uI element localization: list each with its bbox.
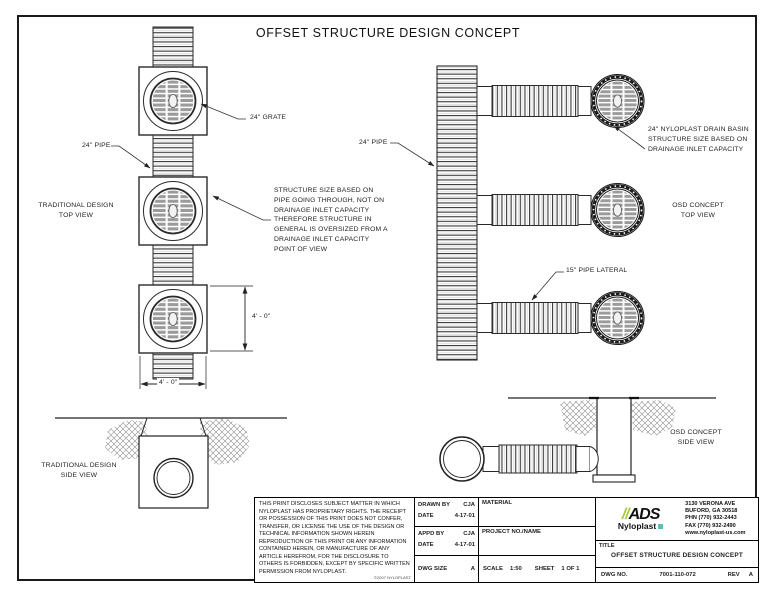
- traditional-side-view-drawing: [55, 417, 287, 509]
- appd-by-cell: APPD BY CJA DATE 4-17-01: [415, 527, 478, 556]
- dwg-size-label: DWG SIZE: [418, 565, 448, 572]
- address-line: 3130 VERONA AVE: [685, 500, 736, 507]
- address-line: BUFORD, GA 30518: [685, 508, 738, 515]
- osd-side-view-drawing: [439, 396, 716, 483]
- title-label: TITLE: [599, 543, 615, 549]
- proprietary-notice: THIS PRINT DISCLOSES SUBJECT MATTER IN W…: [255, 498, 415, 582]
- label-line: OSD CONCEPT: [670, 429, 722, 436]
- drawn-by-label: DRAWN BY: [418, 502, 451, 508]
- callout-line: 24" NYLOPLAST DRAIN BASIN: [648, 126, 749, 133]
- dwg-no-cell: DWG NO. 7001-110-072 REV A: [596, 568, 758, 582]
- pipe-lateral-callout: 15" PIPE LATERAL: [566, 267, 628, 274]
- drain-basin-callout: 24" NYLOPLAST DRAIN BASIN STRUCTURE SIZE…: [648, 125, 749, 154]
- pipe-callout-left: 24" PIPE: [82, 142, 111, 149]
- copyright-note: ©2007 NYLOPLAST: [373, 574, 411, 580]
- proprietary-notice-text: THIS PRINT DISCLOSES SUBJECT MATTER IN W…: [259, 501, 410, 575]
- appd-by-label: APPD BY: [418, 531, 445, 537]
- sheet-label: SHEET: [534, 566, 555, 572]
- note-line: DRAINAGE INLET CAPACITY: [274, 235, 370, 243]
- title-block: THIS PRINT DISCLOSES SUBJECT MATTER IN W…: [254, 497, 759, 583]
- drawn-date-label: DATE: [418, 513, 434, 519]
- rev-value: A: [748, 572, 753, 578]
- title-value: OFFSET STRUCTURE DESIGN CONCEPT: [611, 552, 743, 559]
- address-line: PHN (770) 932-2443: [685, 515, 737, 522]
- note-line: STRUCTURE SIZE BASED ON: [274, 187, 374, 194]
- project-label: PROJECT NO./NAME: [482, 529, 541, 535]
- nyloplast-logo-text: Nyloplast: [617, 521, 657, 531]
- company-website: www.nyloplast-us.com: [685, 529, 746, 536]
- note-line: PIPE GOING THROUGH, NOT ON: [274, 196, 385, 204]
- note-line: GENERAL IS OVERSIZED FROM A: [274, 226, 388, 234]
- callout-line: DRAINAGE INLET CAPACITY: [648, 145, 744, 153]
- osd-side-view-label: OSD CONCEPT SIDE VIEW: [648, 428, 744, 448]
- dwg-size-value: A: [470, 565, 475, 572]
- traditional-top-view-drawing: [139, 26, 207, 380]
- width-dimension: 4' - 0": [157, 378, 180, 388]
- approval-column: DRAWN BY CJA DATE 4-17-01 APPD BY CJA DATE 4…: [415, 498, 479, 582]
- title-cell: TITLE OFFSET STRUCTURE DESIGN CONCEPT: [596, 541, 758, 568]
- appd-date-label: DATE: [418, 542, 434, 548]
- drawn-by-value: CJA: [463, 502, 475, 508]
- note-line: THEREFORE STRUCTURE IN: [274, 216, 372, 224]
- label-line: TRADITIONAL DESIGN: [38, 202, 114, 209]
- osd-top-view-drawing: [436, 65, 644, 361]
- height-dimension: 4' - 0": [252, 313, 271, 320]
- company-cell: //ADS Nyloplast 3130 VERONA AVE BUFORD, …: [596, 498, 758, 541]
- ads-slashes-icon: //: [621, 506, 630, 523]
- material-column: MATERIAL PROJECT NO./NAME SCALE 1:50 SHE…: [479, 498, 596, 582]
- label-line: TRADITIONAL DESIGN: [41, 462, 117, 469]
- company-column: //ADS Nyloplast 3130 VERONA AVE BUFORD, …: [596, 498, 758, 582]
- note-line: DRAINAGE INLET CAPACITY: [274, 206, 370, 214]
- address-line: FAX (770) 932-2490: [685, 522, 736, 529]
- scale-value: 1:50: [509, 566, 522, 572]
- scale-label: SCALE: [483, 566, 503, 572]
- sheet-value: 1 OF 1: [561, 566, 580, 572]
- leader-lines: [111, 103, 646, 301]
- dwg-no-value: 7001-110-072: [659, 572, 696, 578]
- dwg-no-label: DWG NO.: [601, 572, 628, 578]
- ads-nyloplast-logo: //ADS Nyloplast: [596, 507, 685, 531]
- callout-line: STRUCTURE SIZE BASED ON: [648, 135, 748, 143]
- traditional-side-view-label: TRADITIONAL DESIGN SIDE VIEW: [31, 461, 127, 481]
- rev-label: REV: [727, 572, 740, 578]
- label-line: SIDE VIEW: [60, 471, 98, 479]
- project-cell: PROJECT NO./NAME: [479, 527, 595, 556]
- grate-callout: 24" GRATE: [250, 114, 287, 121]
- label-line: TOP VIEW: [58, 211, 94, 219]
- appd-date-value: 4-17-01: [454, 542, 475, 548]
- label-line: SIDE VIEW: [677, 438, 715, 446]
- scale-sheet-cell: SCALE 1:50 SHEET 1 OF 1: [479, 556, 595, 582]
- material-cell: MATERIAL: [479, 498, 595, 527]
- company-address: 3130 VERONA AVE BUFORD, GA 30518 PHN (77…: [685, 501, 758, 537]
- label-line: OSD CONCEPT: [672, 202, 724, 209]
- drawing-title: OFFSET STRUCTURE DESIGN CONCEPT: [255, 26, 521, 40]
- appd-by-value: CJA: [463, 531, 475, 537]
- traditional-top-view-label: TRADITIONAL DESIGN TOP VIEW: [28, 201, 124, 221]
- osd-top-view-label: OSD CONCEPT TOP VIEW: [650, 201, 746, 221]
- drawn-by-cell: DRAWN BY CJA DATE 4-17-01: [415, 498, 478, 527]
- label-line: TOP VIEW: [680, 211, 716, 219]
- dwg-size-cell: DWG SIZE A: [415, 556, 478, 582]
- note-line: POINT OF VIEW: [274, 245, 328, 253]
- nyloplast-mark-icon: [658, 524, 664, 529]
- ads-logo-text: ADS: [628, 506, 661, 523]
- structure-size-note: STRUCTURE SIZE BASED ON PIPE GOING THROU…: [274, 186, 388, 255]
- drawn-date-value: 4-17-01: [454, 513, 475, 519]
- pipe-callout-right: 24" PIPE: [359, 139, 388, 146]
- material-label: MATERIAL: [482, 500, 512, 506]
